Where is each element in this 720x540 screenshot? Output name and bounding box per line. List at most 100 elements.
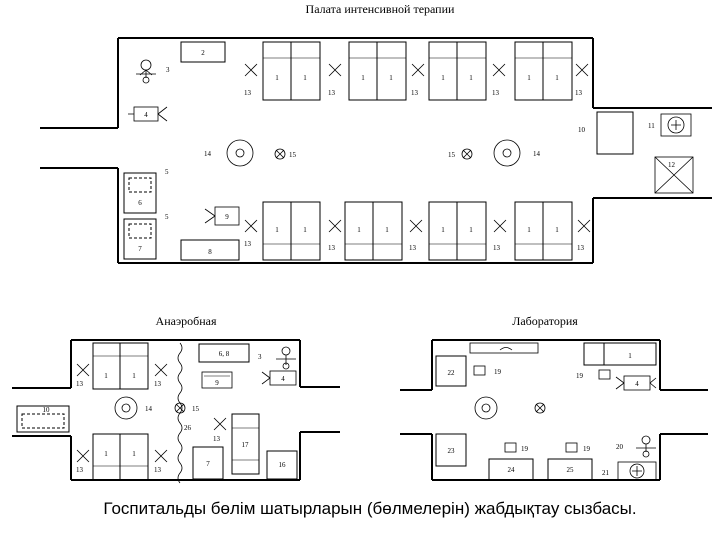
item-label: 15: [448, 151, 456, 159]
bed-label: 1: [132, 450, 136, 458]
item-label: 6, 8: [219, 350, 230, 358]
item-label: 19: [576, 372, 584, 380]
outlet-label: 13: [76, 380, 84, 388]
lab-oxygen-stand-20: 20: [616, 435, 656, 458]
anaerobic-bed-block-bottom: 1 1: [92, 433, 149, 481]
anaerobic-title: Анаэробная: [156, 314, 217, 328]
bed-label: 1: [527, 226, 531, 234]
item-label: 24: [508, 466, 516, 474]
item-label: 7: [138, 245, 142, 253]
item-label: 14: [204, 150, 212, 158]
icu-bed-block-top-3: 1 1: [428, 41, 487, 101]
anaerobic-device-9: 9: [201, 371, 233, 389]
outlet-label: 13: [577, 244, 585, 252]
anaerobic-bed-block-top: 1 1: [92, 342, 149, 390]
item-label: 4: [635, 380, 639, 388]
anaerobic-outlets: 13 13 13 13 13: [76, 363, 227, 474]
laboratory-title: Лаборатория: [512, 314, 578, 328]
icu-bed-block-top-2: 1 1: [348, 41, 407, 101]
lab-shelf-18: [469, 342, 539, 354]
outlet-label: 13: [154, 380, 162, 388]
icu-device-9: 9: [204, 206, 240, 226]
item-label: 20: [616, 443, 624, 451]
item-label: 15: [192, 405, 200, 413]
outlet-label: 13: [213, 435, 221, 443]
item-label: 21: [602, 469, 610, 477]
bed-label: 1: [469, 74, 473, 82]
lab-table-1: 1: [583, 342, 657, 366]
bed-label: 1: [275, 226, 279, 234]
icu-table-8: 8: [180, 239, 240, 261]
lab-stool-19-b: 19: [576, 369, 611, 380]
bed-label: 1: [389, 74, 393, 82]
icu-box-12: 12: [654, 156, 694, 194]
bed-label: 1: [527, 74, 531, 82]
icu-bed-block-bottom-1: 1 1: [262, 201, 321, 261]
item-label: 26: [184, 424, 192, 432]
icu-bed-block-top-1: 1 1: [262, 41, 321, 101]
anaerobic-table-7: 7: [192, 446, 224, 480]
outlet-label: 13: [328, 244, 336, 252]
lab-stool-19-c: 19: [504, 442, 529, 453]
bed-label: 1: [361, 74, 365, 82]
lab-stool-19-d: 19: [565, 442, 591, 453]
lab-lamp: [474, 396, 546, 420]
item-label: 9: [215, 379, 219, 387]
bed-label: 1: [132, 372, 136, 380]
lab-cabinet-23: 23: [435, 433, 467, 467]
anaerobic-cabinet-68: 6, 8: [198, 343, 250, 363]
lab-cabinet-22: 22: [435, 355, 467, 387]
lab-stool-19-a: 19: [473, 365, 502, 376]
icu-bed-block-bottom-2: 1 1: [344, 201, 403, 261]
outlet-label: 13: [244, 240, 252, 248]
outlet-label: 13: [244, 89, 252, 97]
icu-bed-block-bottom-3: 1 1: [428, 201, 487, 261]
bed-label: 1: [385, 226, 389, 234]
anaerobic-oxygen-stand-3: 3: [258, 346, 296, 370]
icu-cabinet-6: 6 5: [123, 168, 169, 214]
bed-label: 1: [303, 74, 307, 82]
diagram-caption: Госпитальды бөлім шатырларын (бөлмелерін…: [103, 499, 636, 518]
outlet-label: 13: [575, 89, 583, 97]
outlet-label: 13: [411, 89, 419, 97]
item-label: 19: [583, 445, 591, 453]
icu-device-4: 4: [128, 106, 168, 122]
item-label: 7: [206, 460, 210, 468]
bed-label: 1: [469, 226, 473, 234]
anaerobic-device-4: 4: [261, 370, 297, 386]
bed-label: 1: [555, 226, 559, 234]
bed-label: 1: [441, 226, 445, 234]
icu-title: Палата интенсивной терапии: [306, 2, 455, 16]
icu-table-10: 10: [578, 111, 634, 155]
item-label: 19: [494, 368, 502, 376]
item-label: 9: [225, 213, 229, 221]
item-label: 17: [242, 441, 250, 449]
bed-label: 1: [357, 226, 361, 234]
item-label: 2: [201, 49, 205, 57]
outlet-label: 13: [76, 466, 84, 474]
icu-lamp-left: 14 15: [204, 139, 297, 167]
anaerobic-walls: [12, 339, 340, 481]
lab-table-24: 24: [488, 458, 534, 481]
icu-bed-block-bottom-4: 1 1: [514, 201, 573, 261]
item-label: 1: [628, 352, 632, 360]
anaerobic-box-10: 10: [16, 405, 70, 433]
item-label: 23: [448, 447, 456, 455]
outlet-label: 13: [492, 89, 500, 97]
outlet-label: 13: [409, 244, 417, 252]
lab-device-4: 4: [615, 375, 657, 391]
icu-walls: [40, 37, 712, 264]
lab-table-25: 25: [547, 458, 593, 481]
item-label: 3: [166, 66, 170, 74]
anaerobic-lamp: 14 15: [114, 396, 200, 420]
item-label: 19: [521, 445, 529, 453]
item-label: 5: [165, 168, 169, 176]
item-label: 8: [208, 248, 212, 256]
item-label: 5: [165, 213, 169, 221]
outlet-label: 13: [493, 244, 501, 252]
lab-sink-21: 21: [602, 461, 657, 481]
item-label: 10: [578, 126, 586, 134]
item-label: 10: [43, 406, 51, 414]
icu-lamp-right: 14 15: [448, 139, 541, 167]
